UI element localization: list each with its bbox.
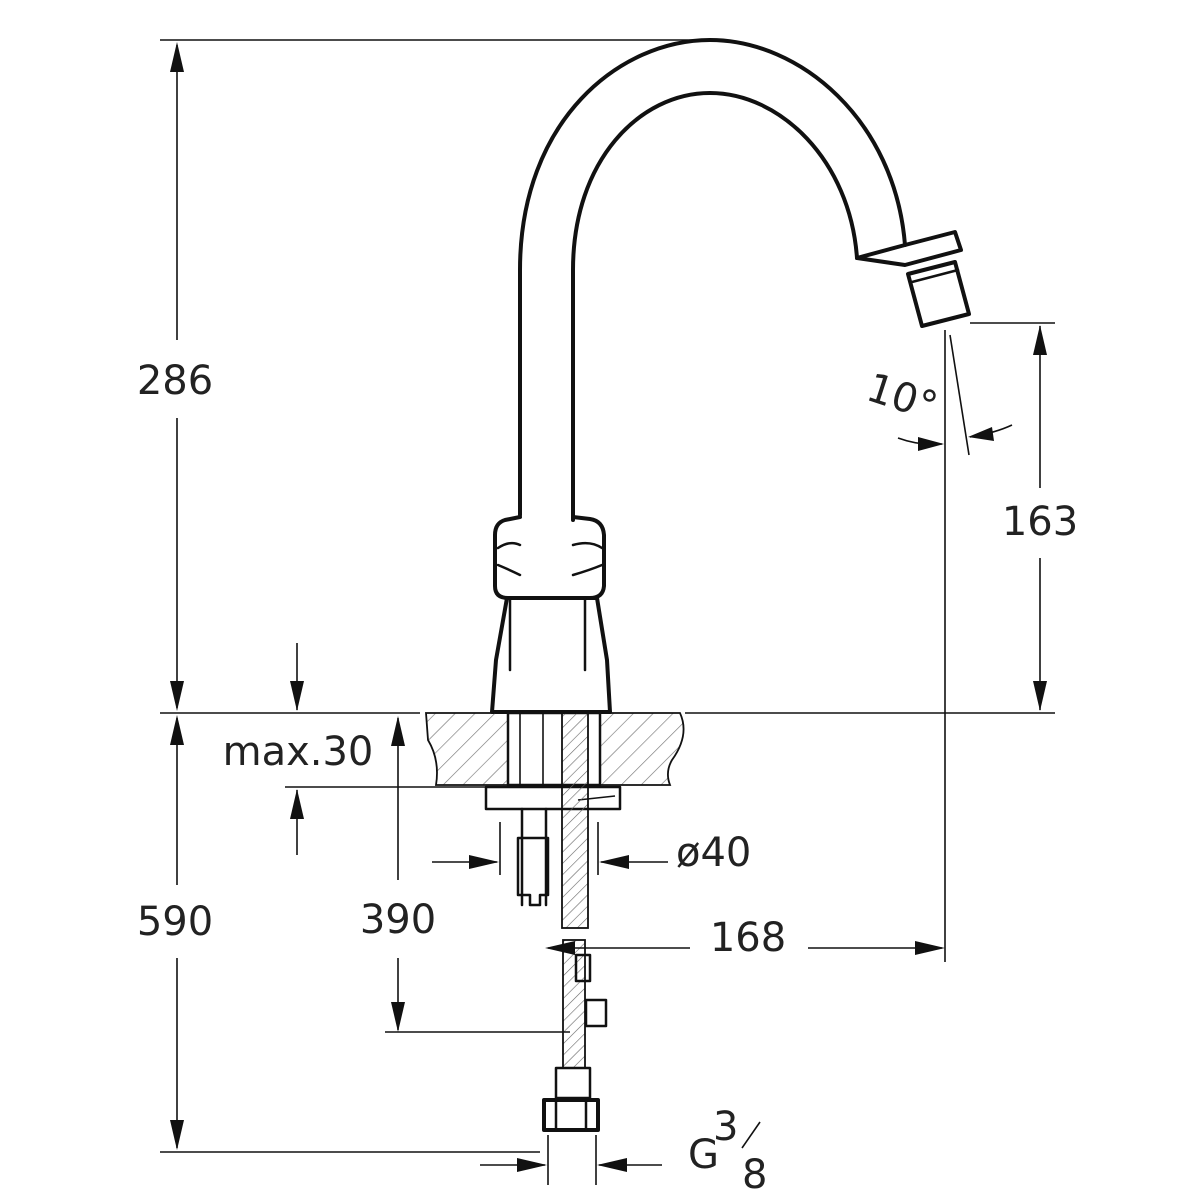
under-deck-parts bbox=[516, 712, 608, 1132]
label-286: 286 bbox=[137, 358, 213, 404]
label-10-degrees: 10° bbox=[861, 365, 943, 431]
dim-max30-arrow-bottom bbox=[290, 789, 304, 819]
dim-40-arrow-right bbox=[599, 855, 629, 869]
spout-inner-outline bbox=[571, 91, 859, 522]
angle-arrow-left bbox=[918, 437, 944, 451]
countertop-hatch-left bbox=[425, 712, 509, 786]
dim-40-arrow-left bbox=[469, 855, 499, 869]
label-390: 390 bbox=[360, 897, 436, 943]
fixing-nut bbox=[516, 836, 550, 907]
dim-286-arrow-top bbox=[170, 42, 184, 72]
flex-hose-upper bbox=[561, 712, 589, 929]
flex-hose-lower bbox=[562, 939, 586, 1069]
label-168: 168 bbox=[710, 915, 786, 961]
label-thread-g: G bbox=[688, 1132, 719, 1178]
dim-286-arrow-bottom bbox=[170, 681, 184, 711]
hose-connector bbox=[554, 1066, 592, 1100]
label-thread-numerator: 3 bbox=[713, 1104, 738, 1150]
label-163: 163 bbox=[1002, 499, 1078, 545]
aerator-ring bbox=[855, 230, 963, 267]
dim-168-arrow-right bbox=[915, 941, 945, 955]
fraction-slash bbox=[741, 1121, 761, 1149]
dim-g38-arrow-left bbox=[517, 1158, 547, 1172]
dim-g38-arrow-right bbox=[597, 1158, 627, 1172]
faucet-base bbox=[490, 596, 612, 714]
dimension-labels: 286 590 163 max.30 390 ø40 168 10° G 3 8 bbox=[137, 358, 1078, 1198]
dim-590-arrow-bottom bbox=[170, 1120, 184, 1150]
dim-390-arrow-bottom bbox=[391, 1002, 405, 1032]
collar-ridge bbox=[496, 541, 604, 577]
spout-outer-outline bbox=[518, 38, 907, 517]
angle-arrow-right bbox=[968, 427, 994, 441]
hose-nut bbox=[542, 1098, 600, 1132]
dimension-lines bbox=[160, 39, 1055, 1185]
hose-clip-upper bbox=[574, 953, 592, 983]
dim-590-arrow-top bbox=[170, 715, 184, 745]
dim-168-arrow-left bbox=[545, 941, 575, 955]
aerator bbox=[906, 260, 971, 328]
label-590: 590 bbox=[137, 899, 213, 945]
fixing-plate bbox=[484, 785, 622, 811]
dim-max30-arrow-top bbox=[290, 681, 304, 711]
dim-163-arrow-bottom bbox=[1033, 681, 1047, 711]
label-40: ø40 bbox=[676, 830, 751, 876]
swivel-collar-right bbox=[571, 515, 606, 600]
aerator-line bbox=[910, 268, 960, 284]
dim-390-arrow-top bbox=[391, 716, 405, 746]
dim-163-arrow-top bbox=[1033, 325, 1047, 355]
hose-clip-lower bbox=[584, 998, 608, 1028]
countertop-section bbox=[425, 711, 685, 811]
label-max30: max.30 bbox=[223, 729, 374, 775]
label-thread-denominator: 8 bbox=[742, 1152, 767, 1198]
swivel-collar bbox=[493, 515, 522, 600]
spray-angle-line bbox=[949, 334, 970, 456]
mounting-shank bbox=[506, 711, 602, 787]
countertop-hatch-right bbox=[599, 712, 685, 786]
